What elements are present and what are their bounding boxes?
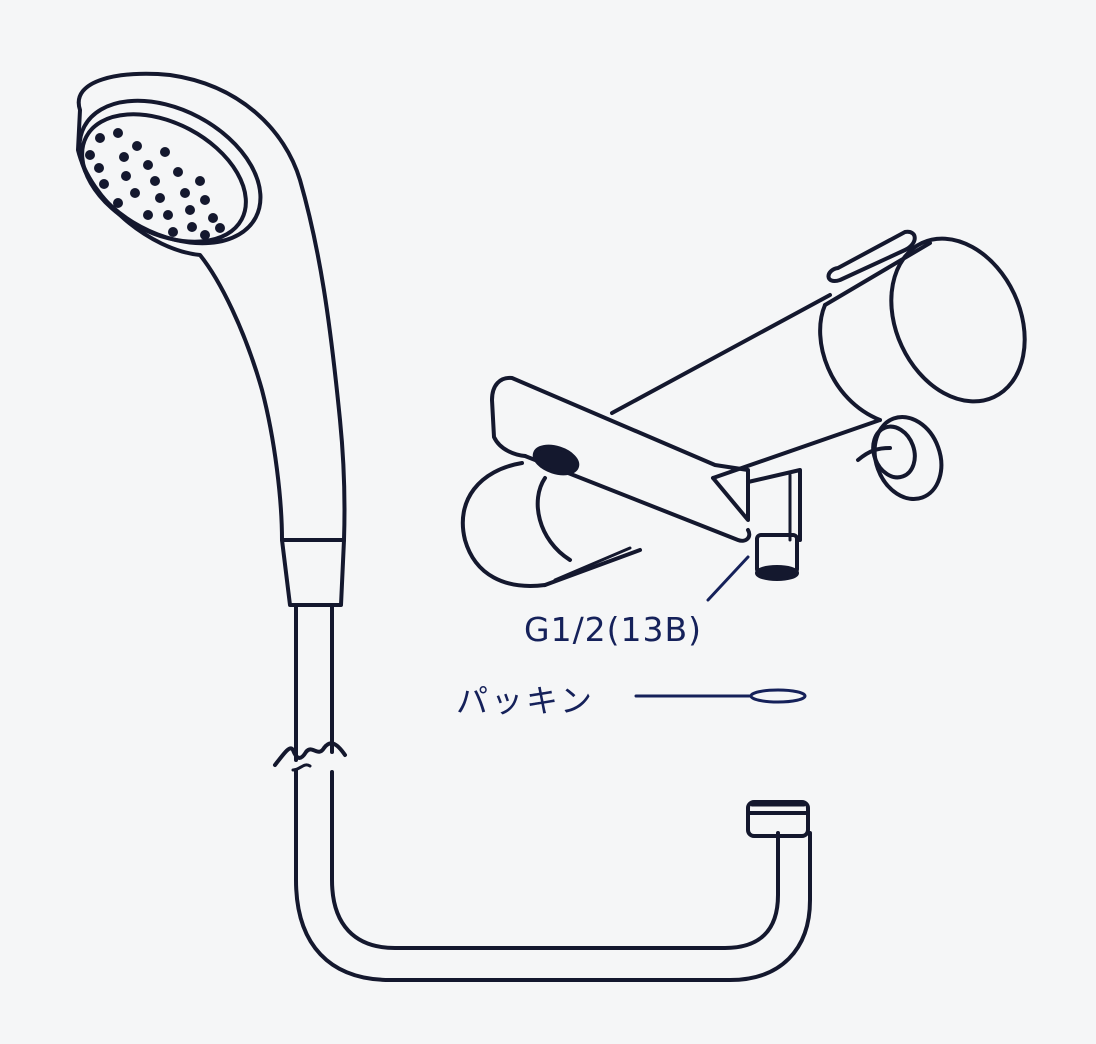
gasket-label: パッキン: [456, 682, 596, 720]
thread-spec-label: G1/2(13B): [524, 610, 703, 649]
hose-icon: [273, 603, 812, 982]
faucet-icon: [460, 229, 1027, 588]
gasket-icon: [749, 688, 807, 704]
shower-head-icon: [76, 71, 347, 607]
nozzle-holes: [85, 128, 225, 240]
thread-leader-line: [706, 555, 750, 602]
hose-nut-icon: [746, 800, 810, 838]
faucet-outlet-icon: [755, 533, 799, 581]
